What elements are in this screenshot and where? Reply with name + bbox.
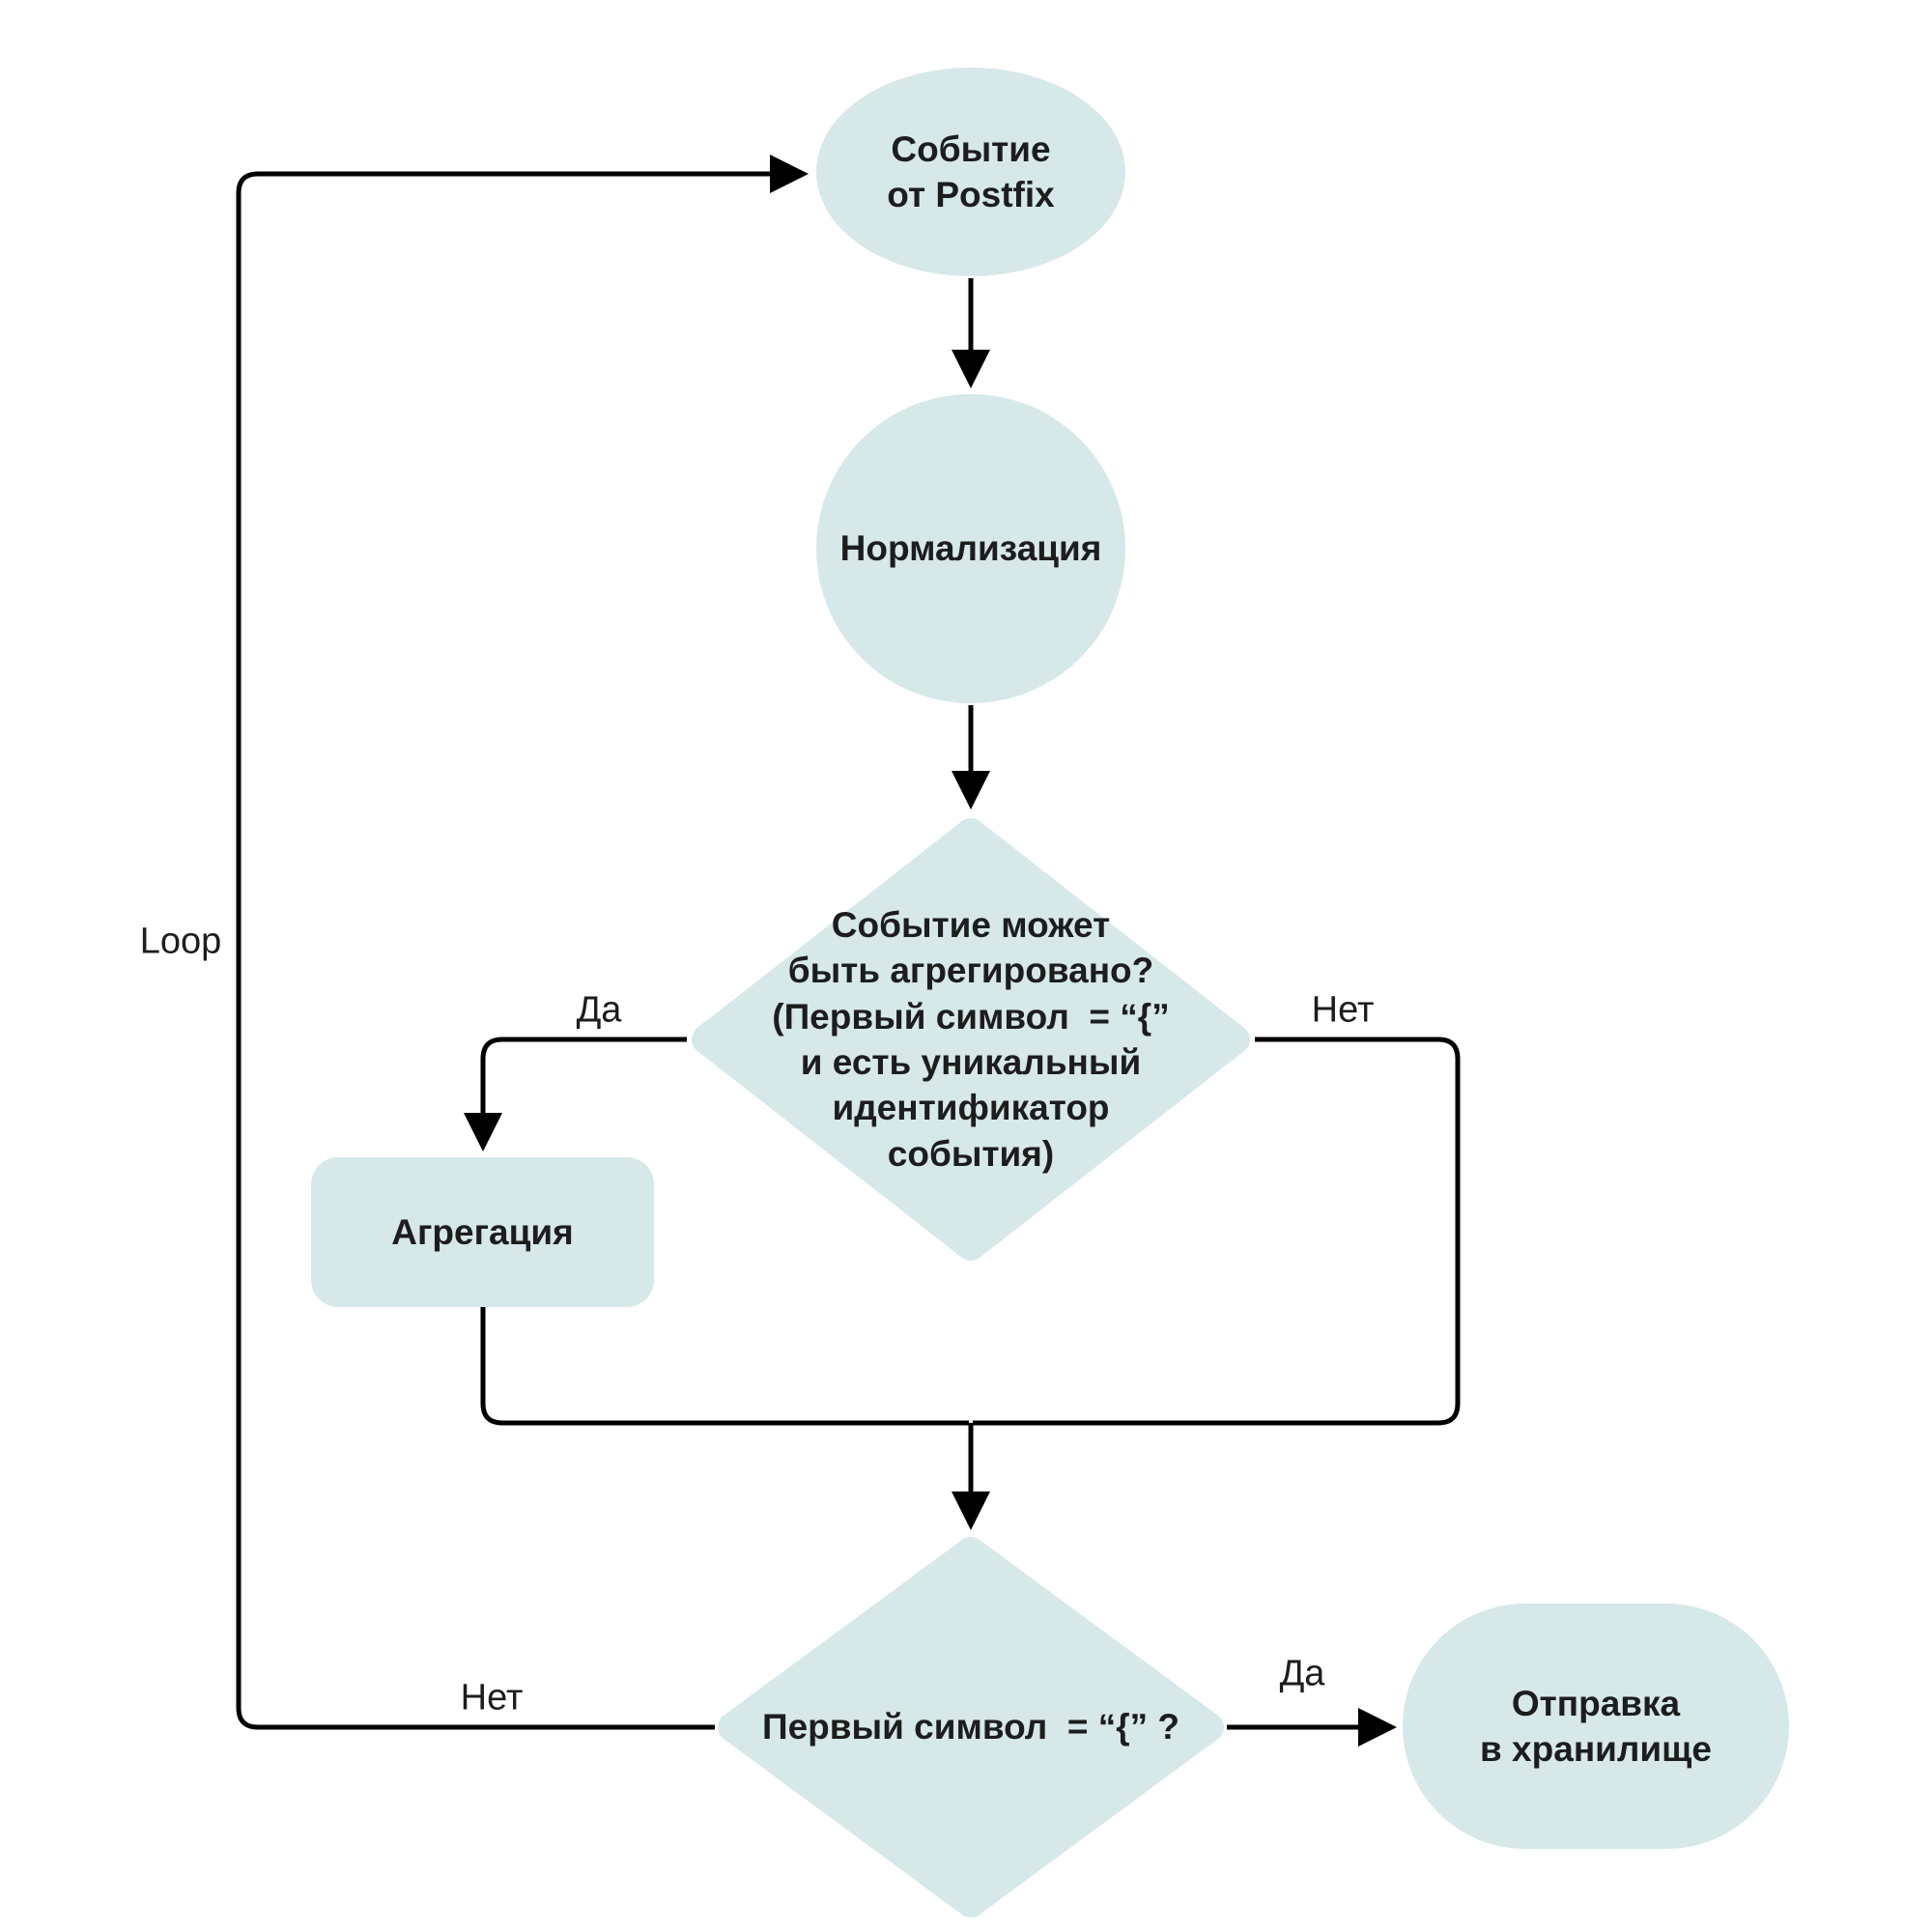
edge-decision1-no-to-merge — [973, 1037, 1461, 1426]
node-event-from-postfix: Событие от Postfix — [887, 128, 1055, 214]
edge-decision1-yes-to-aggregation — [464, 1037, 687, 1151]
start-ellipse-shape — [816, 68, 1125, 276]
storage-stadium-shape — [1403, 1604, 1789, 1849]
edge-label-yes-storage: Да — [1279, 1653, 1325, 1694]
decision-first-char-diamond-shape — [718, 1537, 1224, 1918]
decision-aggregate-diamond-shape — [692, 818, 1250, 1261]
node-normalization: Нормализация — [839, 528, 1102, 569]
node-decision-can-aggregate: Событие может быть агрегировано? (Первый… — [772, 904, 1170, 1174]
aggregation-box-shape — [311, 1157, 654, 1307]
node-decision-first-char: Первый символ = “{” ? — [761, 1707, 1179, 1747]
node-aggregation: Агрегация — [391, 1211, 574, 1252]
edge-label-no-merge: Нет — [1311, 989, 1375, 1031]
edge-label-yes-aggregation: Да — [576, 989, 622, 1031]
edge-label-no-loop: Нет — [460, 1677, 524, 1719]
edge-decision2-no-loop-to-start — [236, 155, 809, 1730]
normalization-circle-shape — [816, 394, 1125, 703]
node-send-to-storage: Отправка в хранилище — [1480, 1683, 1712, 1769]
edge-aggregation-to-merge — [480, 1307, 969, 1426]
edge-label-loop: Loop — [139, 921, 222, 962]
